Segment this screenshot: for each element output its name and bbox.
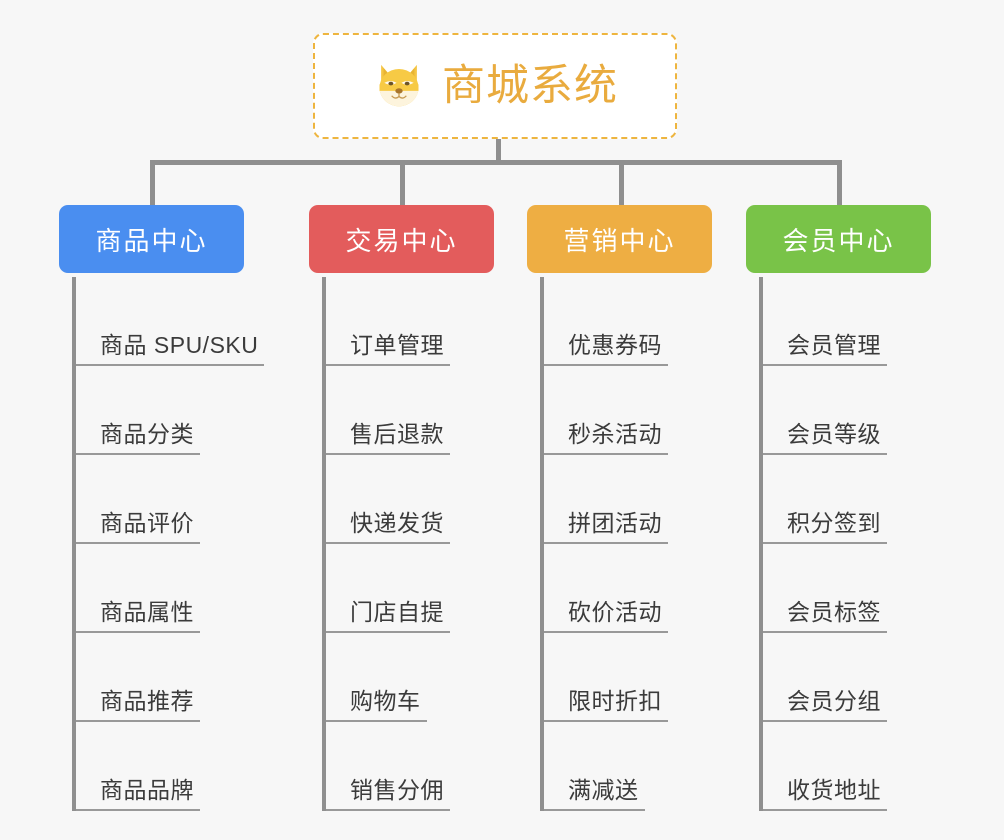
list-item-label: 订单管理	[326, 331, 450, 366]
list-item-label: 商品属性	[76, 598, 200, 633]
list-item[interactable]: 会员等级	[746, 366, 931, 455]
list-item[interactable]: 拼团活动	[527, 455, 712, 544]
column-header-product-center[interactable]: 商品中心	[59, 205, 244, 273]
list-item[interactable]: 商品 SPU/SKU	[59, 277, 265, 366]
connector-bus	[150, 160, 842, 165]
list-item-label: 积分签到	[763, 509, 887, 544]
column-spine	[759, 277, 763, 811]
list-item-label: 门店自提	[326, 598, 450, 633]
list-item[interactable]: 秒杀活动	[527, 366, 712, 455]
list-item[interactable]: 购物车	[309, 633, 494, 722]
list-item[interactable]: 满减送	[527, 722, 712, 811]
list-item[interactable]: 限时折扣	[527, 633, 712, 722]
list-item[interactable]: 商品评价	[59, 455, 244, 544]
list-item-label: 销售分佣	[326, 776, 450, 811]
list-item-label: 会员分组	[763, 687, 887, 722]
column-trade-center: 交易中心 订单管理 售后退款 快递发货 门店自提 购物车 销售分佣	[309, 205, 494, 811]
column-body-product-center: 商品 SPU/SKU 商品分类 商品评价 商品属性 商品推荐 商品品牌	[59, 273, 265, 811]
column-spine	[72, 277, 76, 811]
list-item-label: 限时折扣	[544, 687, 668, 722]
column-spine	[540, 277, 544, 811]
root-node[interactable]: 商城系统	[313, 33, 677, 139]
column-header-member-center[interactable]: 会员中心	[746, 205, 931, 273]
column-body-member-center: 会员管理 会员等级 积分签到 会员标签 会员分组 收货地址	[746, 273, 931, 811]
list-item-label: 售后退款	[326, 420, 450, 455]
root-title: 商城系统	[442, 61, 618, 110]
list-item-label: 会员标签	[763, 598, 887, 633]
list-item-label: 会员等级	[763, 420, 887, 455]
list-item[interactable]: 商品属性	[59, 544, 244, 633]
column-member-center: 会员中心 会员管理 会员等级 积分签到 会员标签 会员分组 收货地址	[746, 205, 931, 811]
list-item[interactable]: 优惠券码	[527, 277, 712, 366]
shiba-dog-icon	[372, 60, 426, 112]
list-item-label: 商品 SPU/SKU	[76, 331, 265, 366]
connector-drop-product-center	[150, 160, 155, 207]
list-item-label: 快递发货	[326, 509, 450, 544]
list-item-label: 满减送	[544, 776, 645, 811]
connector-drop-member-center	[837, 160, 842, 207]
list-item[interactable]: 售后退款	[309, 366, 494, 455]
list-item[interactable]: 订单管理	[309, 277, 494, 366]
list-item-label: 商品品牌	[76, 776, 200, 811]
list-item[interactable]: 快递发货	[309, 455, 494, 544]
list-item-label: 商品评价	[76, 509, 200, 544]
list-item-label: 商品推荐	[76, 687, 200, 722]
column-header-marketing-center[interactable]: 营销中心	[527, 205, 712, 273]
list-item[interactable]: 销售分佣	[309, 722, 494, 811]
list-item[interactable]: 会员标签	[746, 544, 931, 633]
list-item[interactable]: 积分签到	[746, 455, 931, 544]
list-item[interactable]: 砍价活动	[527, 544, 712, 633]
list-item[interactable]: 收货地址	[746, 722, 931, 811]
list-item-label: 购物车	[326, 687, 427, 722]
column-marketing-center: 营销中心 优惠券码 秒杀活动 拼团活动 砍价活动 限时折扣 满减送	[527, 205, 712, 811]
list-item[interactable]: 会员分组	[746, 633, 931, 722]
list-item[interactable]: 商品品牌	[59, 722, 244, 811]
list-item-label: 优惠券码	[544, 331, 668, 366]
column-spine	[322, 277, 326, 811]
list-item-label: 砍价活动	[544, 598, 668, 633]
list-item[interactable]: 门店自提	[309, 544, 494, 633]
connector-root-drop	[496, 139, 501, 162]
list-item[interactable]: 会员管理	[746, 277, 931, 366]
list-item[interactable]: 商品推荐	[59, 633, 244, 722]
list-item-label: 收货地址	[763, 776, 887, 811]
column-product-center: 商品中心 商品 SPU/SKU 商品分类 商品评价 商品属性 商品推荐 商品品牌	[59, 205, 265, 811]
connector-drop-trade-center	[400, 160, 405, 207]
list-item-label: 拼团活动	[544, 509, 668, 544]
column-body-trade-center: 订单管理 售后退款 快递发货 门店自提 购物车 销售分佣	[309, 273, 494, 811]
list-item[interactable]: 商品分类	[59, 366, 244, 455]
column-body-marketing-center: 优惠券码 秒杀活动 拼团活动 砍价活动 限时折扣 满减送	[527, 273, 712, 811]
list-item-label: 商品分类	[76, 420, 200, 455]
connector-drop-marketing-center	[619, 160, 624, 207]
list-item-label: 会员管理	[763, 331, 887, 366]
column-header-trade-center[interactable]: 交易中心	[309, 205, 494, 273]
list-item-label: 秒杀活动	[544, 420, 668, 455]
